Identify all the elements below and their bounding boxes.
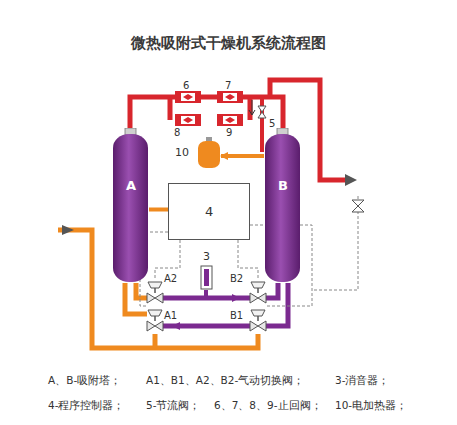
- legend-note: A、B-吸附塔；: [48, 374, 121, 388]
- legend-note: 10-电加热器；: [335, 399, 407, 413]
- legend-note: 5-节流阀；: [146, 399, 200, 413]
- callout-number: 8: [174, 127, 180, 138]
- node-label: B: [278, 178, 288, 193]
- diagram-title: 微热吸附式干燥机系统流程图: [131, 34, 326, 53]
- legend-note: 3-消音器；: [335, 374, 389, 388]
- adsorption-tower: B: [264, 128, 301, 285]
- legend-note: A1、B1、A2、B2-气动切换阀；: [146, 374, 304, 388]
- pipe-connector: [221, 154, 264, 158]
- callout-number: 6: [183, 80, 189, 91]
- legend-note: 4-程序控制器；: [48, 399, 124, 413]
- callout-number: 5: [269, 118, 275, 129]
- node-label: A: [126, 178, 136, 193]
- controller-box: 4: [168, 183, 250, 240]
- silencer: 3: [200, 265, 213, 290]
- callout-number: A2: [164, 273, 177, 284]
- adsorption-tower: A: [112, 128, 149, 285]
- electric-heater: 10: [197, 137, 221, 169]
- node-label: 3: [203, 250, 210, 263]
- callout-number: A1: [164, 310, 177, 321]
- legend-note: 6、7、8、9-止回阀；: [214, 399, 322, 413]
- callout-number: 7: [225, 80, 231, 91]
- callout-number: B1: [230, 310, 243, 321]
- callout-number: B2: [230, 273, 243, 284]
- node-label: 10: [175, 146, 189, 159]
- callout-number: 9: [226, 127, 232, 138]
- node-label: 4: [205, 204, 213, 219]
